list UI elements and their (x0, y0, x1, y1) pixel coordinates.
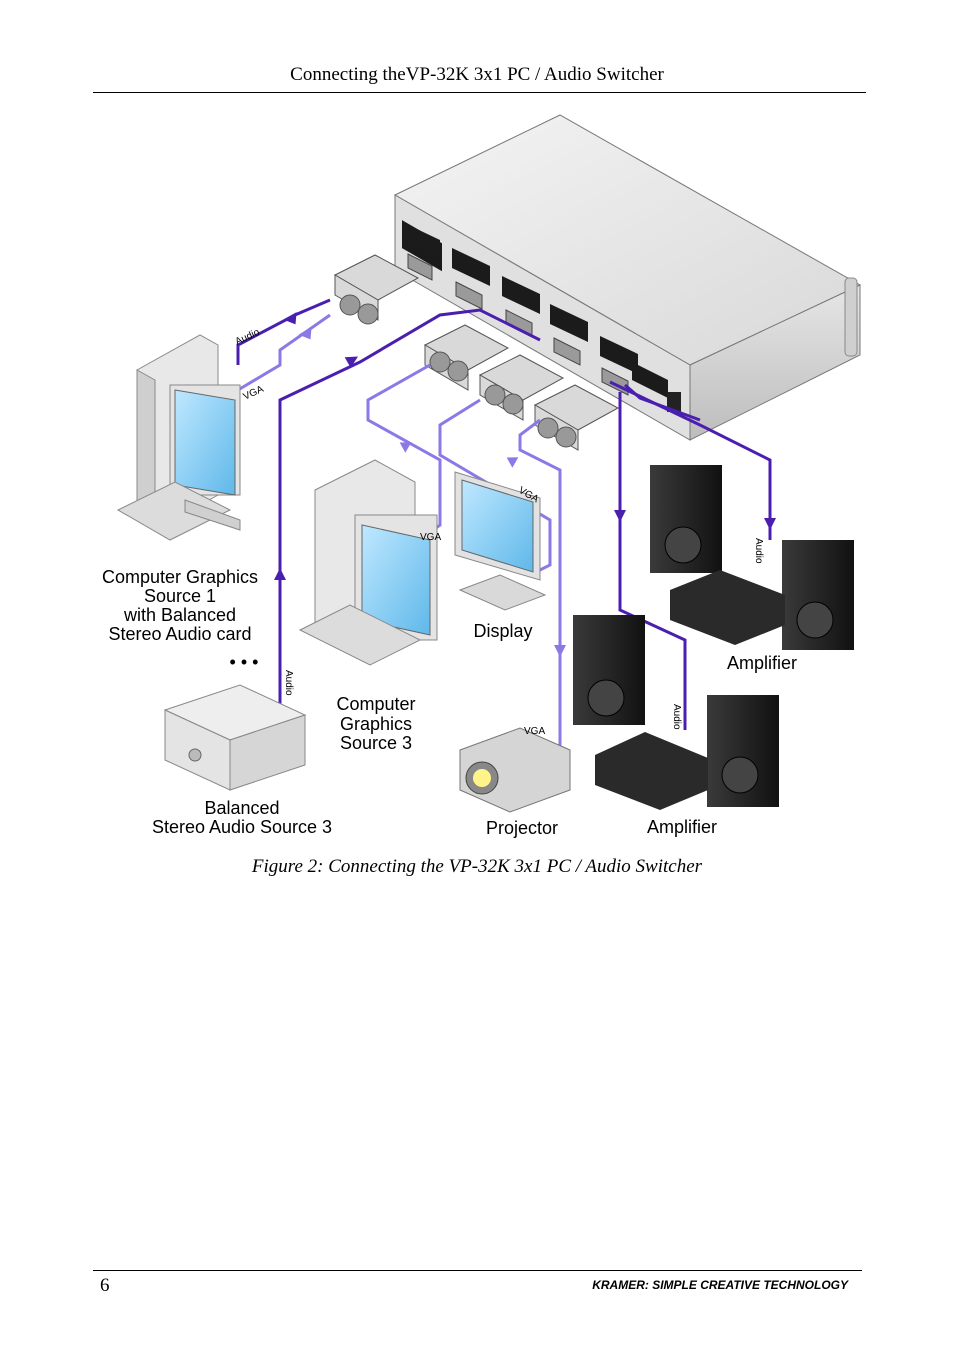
cable-label-audio-3: Audio (671, 704, 682, 730)
page-header-title: Connecting theVP-32K 3x1 PC / Audio Swit… (290, 64, 664, 85)
source1-label-line1: Computer Graphics (102, 567, 258, 587)
computer-source-1 (116, 334, 241, 541)
display-label: Display (473, 621, 532, 641)
balanced-audio-source (163, 684, 307, 791)
footer-divider (93, 1270, 862, 1271)
source1-label-line4: Stereo Audio card (108, 624, 251, 644)
footer-brand: KRAMER: SIMPLE CREATIVE TECHNOLOGY (592, 1278, 848, 1292)
projector (459, 727, 571, 813)
audio-source-label-line2: Stereo Audio Source 3 (152, 817, 332, 837)
cable-label-audio-2: Audio (283, 670, 294, 696)
vp-32k-switcher (393, 114, 862, 441)
audio-source-label-line1: Balanced (204, 798, 279, 818)
projector-label: Projector (486, 818, 558, 838)
display-monitor (454, 471, 547, 611)
page-number: 6 (100, 1275, 110, 1296)
ellipsis: • • • (230, 652, 259, 672)
cable-label-vga-2: VGA (420, 532, 441, 543)
connection-diagram-svg: Audio VGA VGA VGA VGA Audio Audio Audio … (102, 114, 862, 838)
source3-label-line2: Graphics (340, 714, 412, 734)
device-labels: Computer Graphics Source 1 with Balanced… (102, 567, 797, 838)
cable-arrows (274, 312, 776, 657)
source3-label-line3: Source 3 (340, 733, 412, 753)
vga-plugs (333, 254, 620, 451)
connection-diagram: Audio VGA VGA VGA VGA Audio Audio Audio … (0, 100, 954, 860)
amplifier-set-top (650, 465, 854, 650)
cable-label-audio-4: Audio (753, 538, 764, 564)
cable-label-audio-1: Audio (234, 327, 262, 348)
cable-label-vga-4: VGA (524, 726, 545, 737)
amplifier-bottom-label: Amplifier (647, 817, 717, 837)
amplifier-set-bottom (573, 615, 779, 810)
source3-label-line1: Computer (336, 694, 415, 714)
header-divider (93, 92, 866, 93)
source1-label-line2: Source 1 (144, 586, 216, 606)
rear-panel-connectors (402, 222, 681, 412)
computer-source-3 (298, 459, 438, 666)
amplifier-top-label: Amplifier (727, 653, 797, 673)
figure-caption: Figure 2: Connecting the VP-32K 3x1 PC /… (251, 856, 703, 877)
source1-label-line3: with Balanced (123, 605, 236, 625)
